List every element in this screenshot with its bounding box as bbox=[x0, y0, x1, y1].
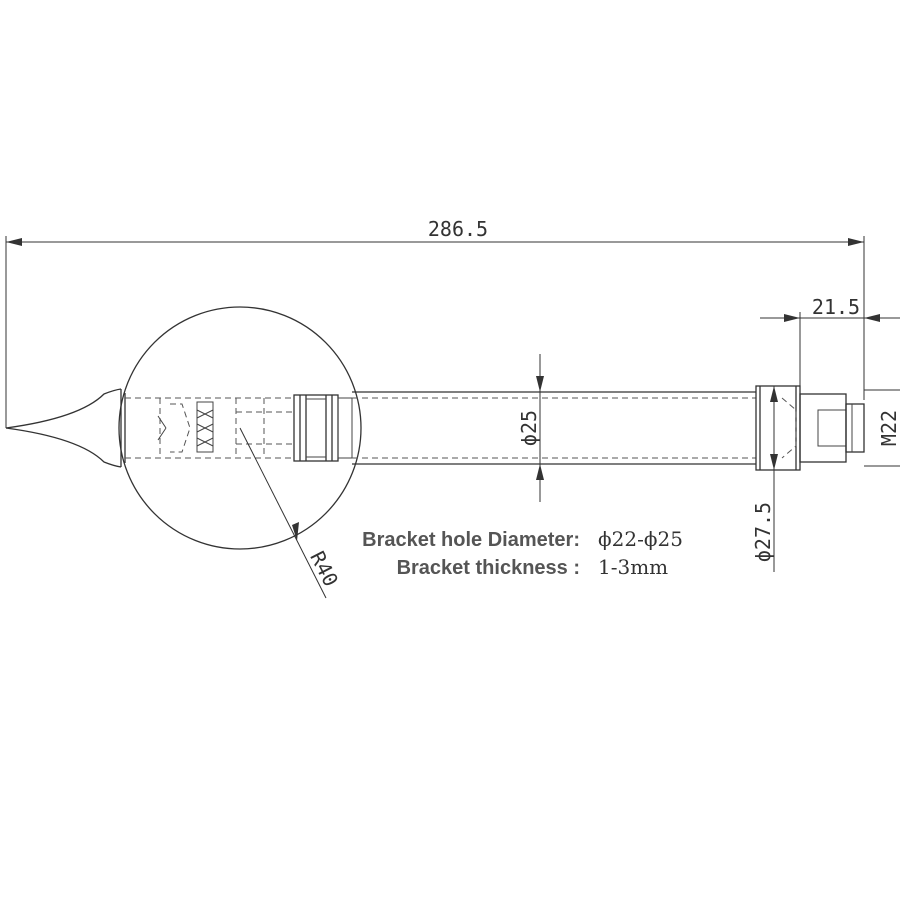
tube-diameter-dimension: ϕ25 bbox=[517, 354, 544, 502]
end-length-label: 21.5 bbox=[812, 295, 860, 319]
sphere-radius-label: R40 bbox=[305, 547, 343, 590]
end-length-dimension: 21.5 bbox=[760, 295, 900, 400]
coil bbox=[196, 401, 214, 453]
end-collar bbox=[755, 385, 801, 471]
overall-length-dimension: 286.5 bbox=[5, 217, 865, 428]
thread-label: M22 bbox=[877, 410, 900, 446]
sphere bbox=[118, 306, 362, 550]
hole-diameter-label: Bracket hole Diameter: bbox=[362, 529, 580, 551]
threaded-end: M22 bbox=[799, 389, 900, 467]
main-tube bbox=[352, 391, 756, 465]
tube-diameter-label: ϕ25 bbox=[517, 410, 541, 446]
overall-length-label: 286.5 bbox=[428, 217, 488, 241]
thickness-value: 1-3mm bbox=[598, 555, 668, 579]
collar-diameter-dimension: ϕ27.5 bbox=[751, 386, 778, 572]
mounting-notes: Bracket hole Diameter: ϕ22-ϕ25 Bracket t… bbox=[362, 527, 683, 579]
hole-diameter-value: ϕ22-ϕ25 bbox=[598, 527, 683, 551]
thickness-label: Bracket thickness : bbox=[397, 557, 580, 579]
inner-body bbox=[125, 397, 294, 459]
tube-fitting bbox=[293, 394, 353, 462]
sphere-radius-dimension: R40 bbox=[239, 427, 343, 599]
conical-tip bbox=[5, 388, 126, 468]
collar-diameter-label: ϕ27.5 bbox=[751, 502, 775, 562]
